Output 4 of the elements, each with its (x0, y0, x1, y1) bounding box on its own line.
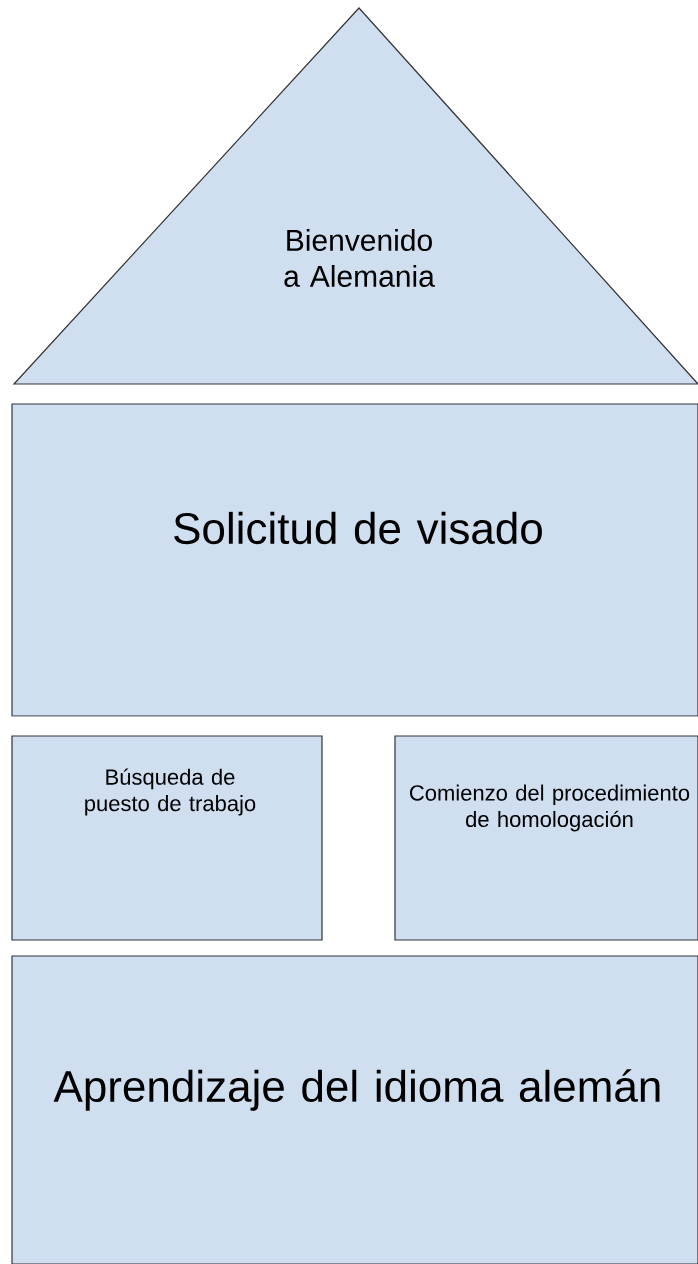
stage-box: Búsqueda de puesto de trabajo (11, 735, 323, 941)
stage-box: Comienzo del procedimiento de homologación (394, 735, 698, 941)
stage-box: Solicitud de visado (11, 403, 698, 717)
stage-box: Aprendizaje del idioma alemán (11, 955, 698, 1264)
